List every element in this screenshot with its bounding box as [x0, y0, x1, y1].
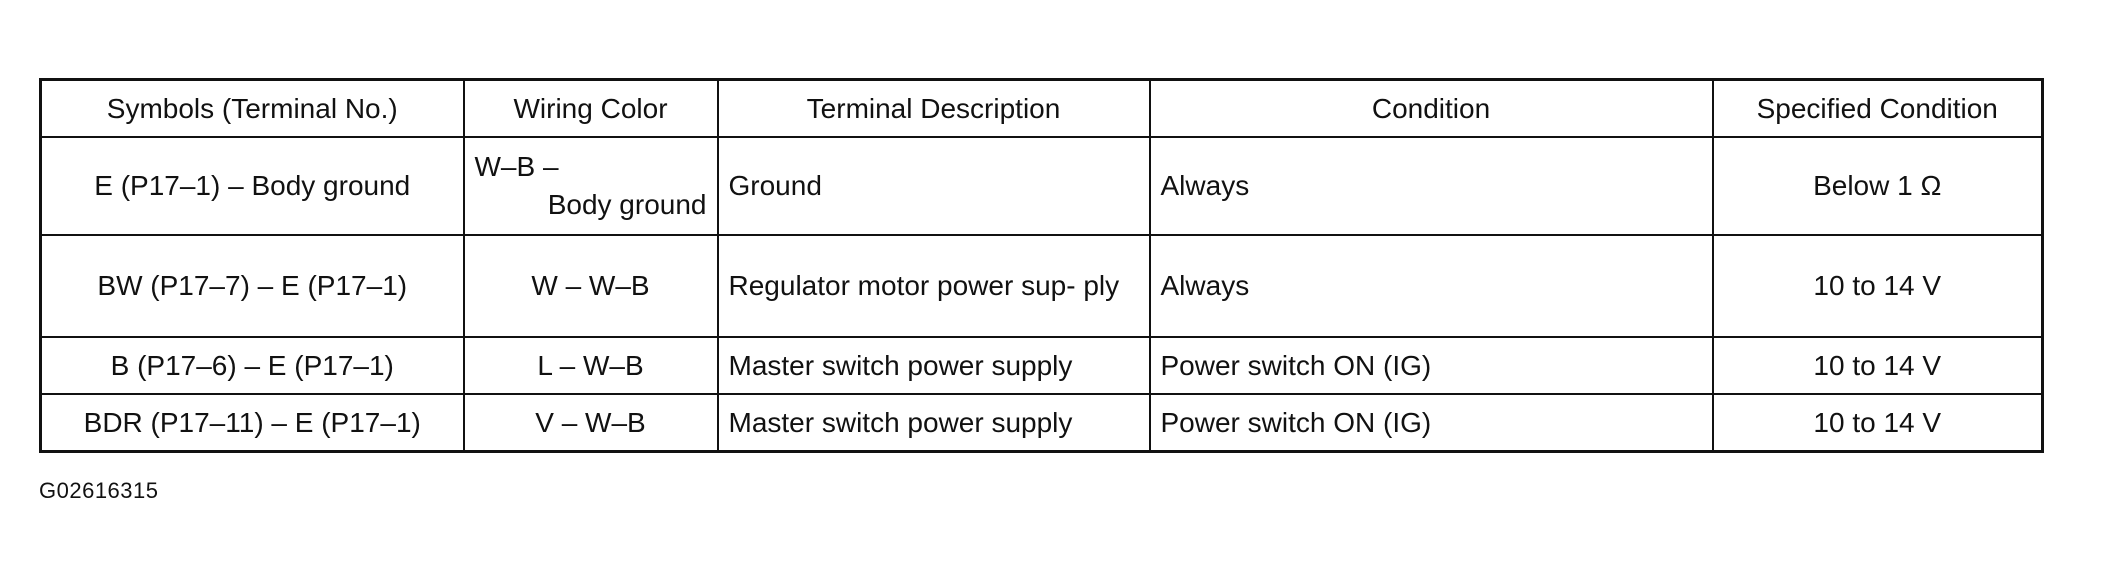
- figure-id: G02616315: [39, 478, 159, 503]
- cell-description: Master switch power supply: [716, 336, 1151, 395]
- header-symbols: Symbols (Terminal No.): [39, 78, 465, 138]
- table-row: BW (P17–7) – E (P17–1) W – W–B Regulator…: [39, 234, 2044, 338]
- cell-wiring-color: V – W–B: [462, 393, 719, 453]
- cell-condition: Power switch ON (IG): [1148, 336, 1714, 395]
- cell-description: Ground: [716, 136, 1151, 236]
- header-wiring-color: Wiring Color: [462, 78, 719, 138]
- wiring-color-two-line: W–B – Body ground: [475, 148, 707, 224]
- cell-specified: 10 to 14 V: [1711, 234, 2044, 338]
- table-row: B (P17–6) – E (P17–1) L – W–B Master swi…: [39, 336, 2044, 395]
- header-row: Symbols (Terminal No.) Wiring Color Term…: [39, 78, 2044, 138]
- cell-condition: Always: [1148, 136, 1714, 236]
- cell-specified: 10 to 14 V: [1711, 336, 2044, 395]
- terminal-spec-table: Symbols (Terminal No.) Wiring Color Term…: [39, 78, 2044, 453]
- header-condition: Condition: [1148, 78, 1714, 138]
- wiring-color-line-2: Body ground: [547, 189, 707, 220]
- cell-specified: 10 to 14 V: [1711, 393, 2044, 453]
- header-specified-condition: Specified Condition: [1711, 78, 2044, 138]
- cell-specified: Below 1 Ω: [1711, 136, 2044, 236]
- wiring-color-line-1: W–B –: [474, 151, 559, 182]
- cell-wiring-color: W–B – Body ground: [462, 136, 719, 236]
- table-header: Symbols (Terminal No.) Wiring Color Term…: [39, 78, 2044, 138]
- header-terminal-description: Terminal Description: [716, 78, 1151, 138]
- table-row: BDR (P17–11) – E (P17–1) V – W–B Master …: [39, 393, 2044, 453]
- cell-description: Master switch power supply: [716, 393, 1151, 453]
- cell-wiring-color: W – W–B: [462, 234, 719, 338]
- cell-description: Regulator motor power sup- ply: [716, 234, 1151, 338]
- cell-symbols: B (P17–6) – E (P17–1): [39, 336, 465, 395]
- cell-condition: Power switch ON (IG): [1148, 393, 1714, 453]
- cell-symbols: BDR (P17–11) – E (P17–1): [39, 393, 465, 453]
- cell-condition: Always: [1148, 234, 1714, 338]
- table-row: E (P17–1) – Body ground W–B – Body groun…: [39, 136, 2044, 236]
- cell-symbols: E (P17–1) – Body ground: [39, 136, 465, 236]
- cell-symbols: BW (P17–7) – E (P17–1): [39, 234, 465, 338]
- table-body: E (P17–1) – Body ground W–B – Body groun…: [39, 136, 2044, 453]
- cell-wiring-color: L – W–B: [462, 336, 719, 395]
